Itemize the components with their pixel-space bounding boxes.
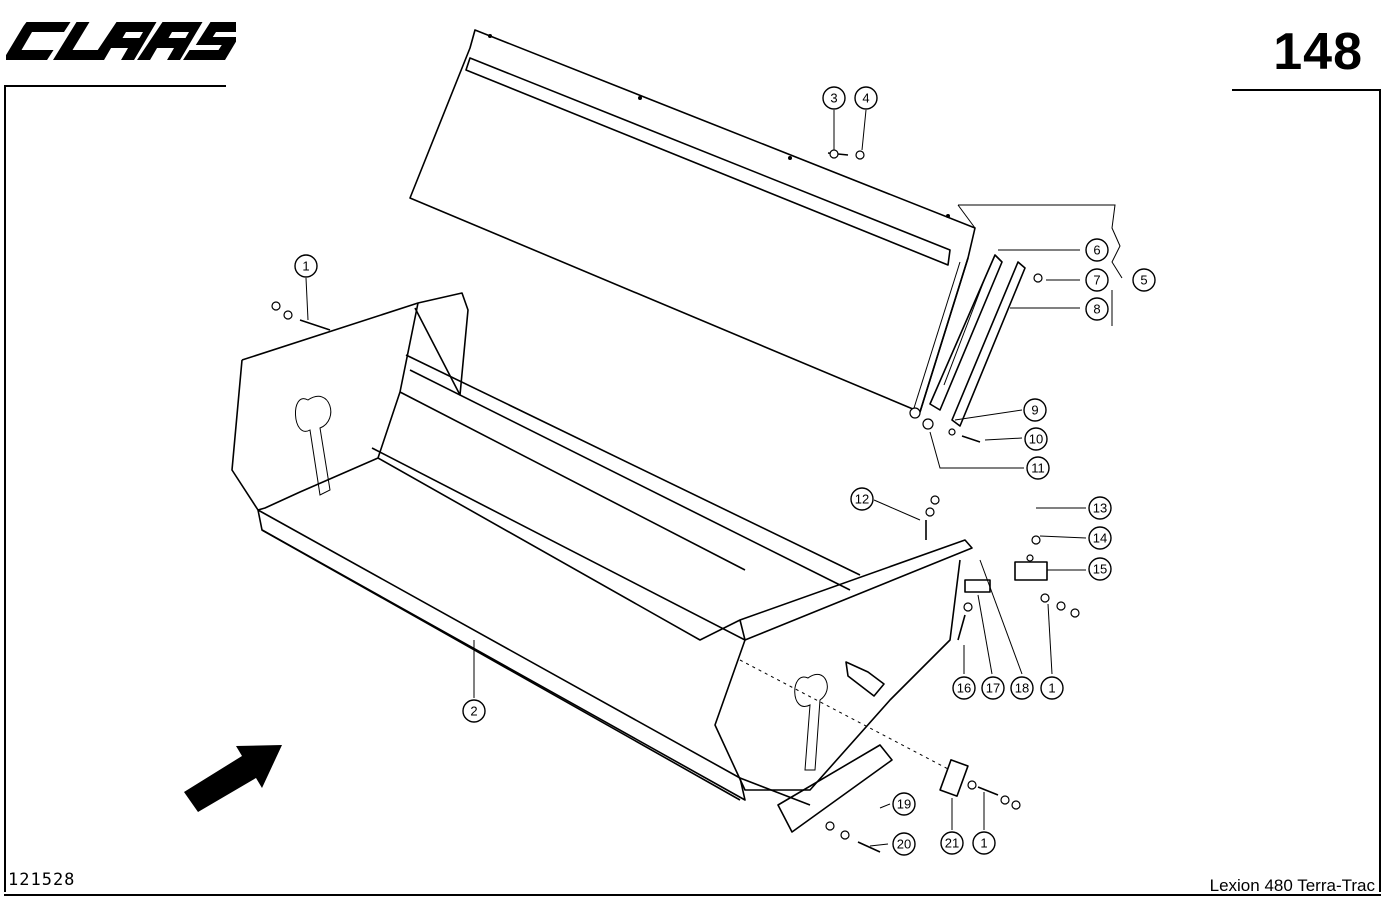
frame-left [4,87,6,892]
callout-label: 1 [980,836,987,851]
callout-17: 17 [981,676,1005,700]
callout-label: 13 [1093,501,1107,516]
claas-logo [6,22,236,60]
arrow-icon [184,745,282,812]
side-strips [929,254,1026,427]
frame-bottom [4,894,1381,896]
model-name: Lexion 480 Terra-Trac [1209,876,1375,895]
leader-lines [305,109,1123,847]
callout-14: 14 [1088,526,1112,550]
upper-cover-plate [409,29,976,419]
callout-label: 5 [1140,273,1147,288]
frame-right [1379,89,1381,892]
callout-15: 15 [1088,557,1112,581]
callout-19: 19 [892,792,916,816]
callout-label: 1 [1048,681,1055,696]
bolt-3-4 [827,149,865,160]
callout-label: 18 [1015,681,1029,696]
callout-12: 12 [850,487,874,511]
callout-label: 1 [302,259,309,274]
callout-18: 18 [1010,676,1034,700]
main-frame [231,292,973,833]
callout-label: 21 [945,836,959,851]
callout-label: 15 [1093,562,1107,577]
callout-label: 10 [1029,432,1043,447]
callout-label: 2 [470,704,477,719]
header-rule-left [4,85,226,87]
callout-1a: 1 [294,254,318,278]
callout-6: 6 [1085,238,1109,262]
callout-3: 3 [822,86,846,110]
callout-4: 4 [854,86,878,110]
callout-7: 7 [1085,268,1109,292]
callout-20: 20 [892,832,916,856]
callout-label: 17 [986,681,1000,696]
callout-label: 9 [1031,403,1038,418]
callout-label: 11 [1031,461,1045,476]
page-number: 148 [1273,23,1363,81]
callout-label: 7 [1093,273,1100,288]
callout-label: 16 [957,681,971,696]
callout-label: 4 [862,91,869,106]
callout-21: 21 [940,831,964,855]
callout-16: 16 [952,676,976,700]
callout-11: 11 [1026,456,1050,480]
callout-8: 8 [1085,297,1109,321]
callout-label: 14 [1093,531,1107,546]
callout-1c: 1 [972,831,996,855]
callout-label: 3 [830,91,837,106]
header-rule-right [1232,89,1380,91]
callout-label: 6 [1093,243,1100,258]
drawing-number: 121528 [8,870,76,890]
callout-label: 20 [897,837,911,852]
callout-5: 5 [1132,268,1156,292]
callout-13: 13 [1088,496,1112,520]
callout-label: 19 [897,797,911,812]
callout-9: 9 [1023,398,1047,422]
callout-2: 2 [462,699,486,723]
callout-label: 8 [1093,302,1100,317]
callout-10: 10 [1024,427,1048,451]
hardware-right [271,273,1080,853]
callout-label: 12 [855,492,869,507]
callout-1b: 1 [1040,676,1064,700]
